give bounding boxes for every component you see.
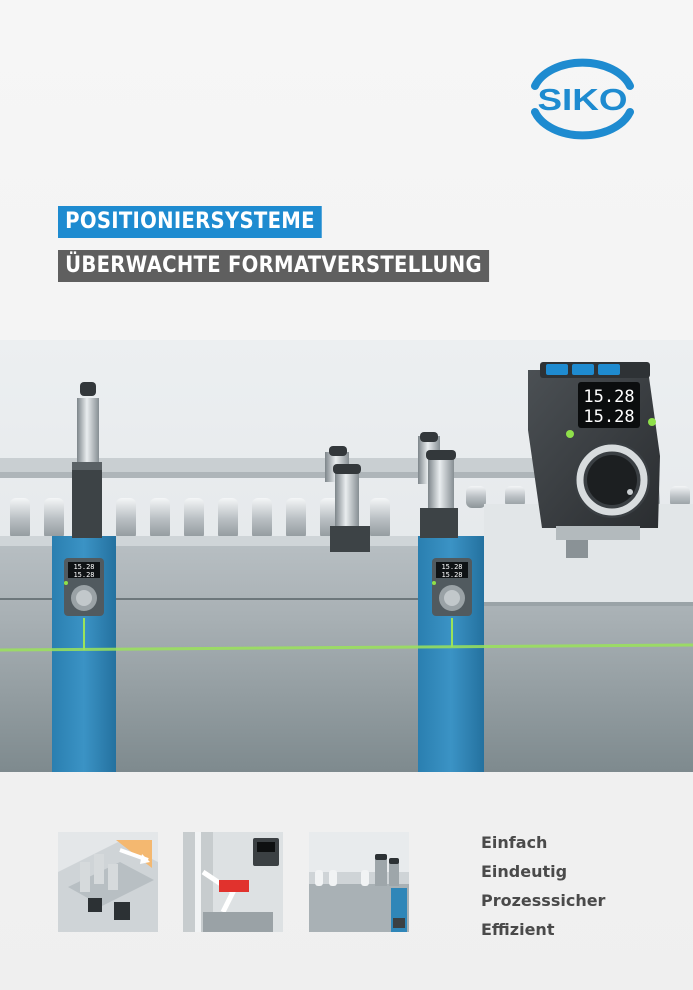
siko-logo: SIKO xyxy=(531,58,634,140)
position-indicator-device: 15.28 15.28 xyxy=(528,362,660,558)
title-positioniersysteme: POSITIONIERSYSTEME xyxy=(58,206,322,238)
cylinder-middle xyxy=(325,446,370,552)
keyword-einfach: Einfach xyxy=(481,833,548,852)
hero-conveyor-illustration: 15.28 15.28 15.28 15.28 15.28 xyxy=(0,340,693,772)
small-display-text-2: 15.28 xyxy=(73,571,94,579)
small-position-indicator-right: 15.28 15.28 xyxy=(432,558,472,616)
cylinder-right xyxy=(418,432,458,538)
small-display-text-1: 15.28 xyxy=(73,563,94,571)
thumbnail-device-mounting xyxy=(183,832,283,932)
small-display-text-3: 15.28 xyxy=(441,563,462,571)
device-button-2 xyxy=(572,364,594,375)
logo-rings-icon xyxy=(531,58,634,140)
cylinder-left xyxy=(72,382,102,538)
keyword-prozesssicher: Prozesssicher xyxy=(481,891,606,910)
title-formatverstellung: ÜBERWACHTE FORMATVERSTELLUNG xyxy=(58,250,489,282)
status-led-right xyxy=(648,418,656,426)
small-display-text-4: 15.28 xyxy=(441,571,462,579)
keyword-list: Einfach Eindeutig Prozesssicher Effizien… xyxy=(481,828,605,944)
thumbnail-conveyor xyxy=(309,832,409,932)
device-display-line-2: 15.28 xyxy=(583,407,634,427)
keyword-effizient: Effizient xyxy=(481,920,555,939)
thumbnail-format-adjustment xyxy=(58,832,158,932)
status-led-left xyxy=(566,430,574,438)
small-position-indicator-left: 15.28 15.28 xyxy=(64,558,104,616)
device-display-line-1: 15.28 xyxy=(583,387,634,407)
keyword-eindeutig: Eindeutig xyxy=(481,862,568,881)
logo-text: SIKO xyxy=(538,82,628,117)
device-button-1 xyxy=(546,364,568,375)
device-button-3 xyxy=(598,364,620,375)
hollow-shaft-ring xyxy=(576,444,648,516)
green-light-line xyxy=(0,643,693,652)
